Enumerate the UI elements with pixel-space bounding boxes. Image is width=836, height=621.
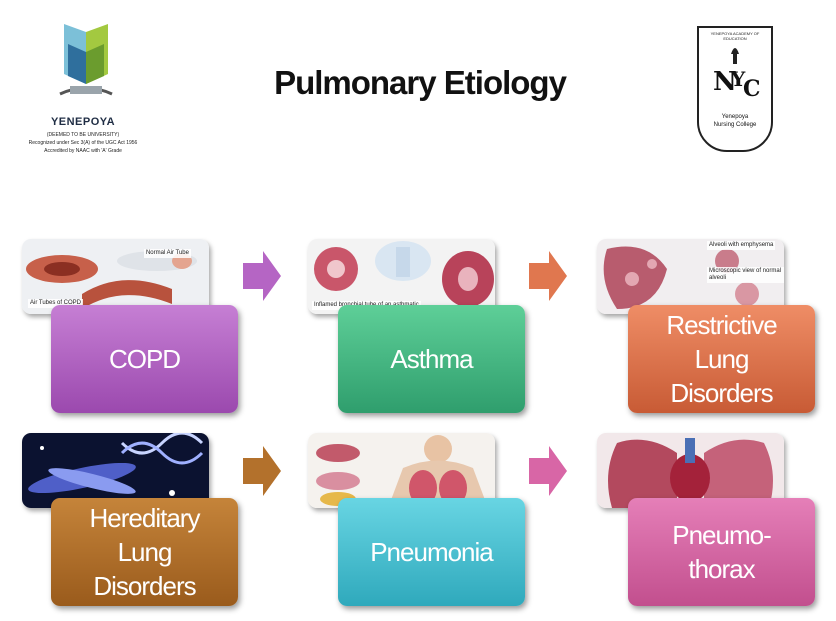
restrictive-alveoli-caption: Alveoli with emphysema [707,241,776,250]
yenepoya-university-logo: YENEPOYA (DEEMED TO BE UNIVERSITY) Recog… [22,24,144,156]
asthma-bronchial-image: Inflamed bronchial tube of an asthmatic [308,239,495,314]
flow-arrow-3-shape [243,446,281,496]
copd-normal-caption: Normal Air Tube [143,249,191,258]
pneumothorax-chest-image [597,433,784,508]
asthma-box: Asthma [338,305,525,413]
pneumonia-patient-image [308,433,495,508]
flow-arrow-1-shape [243,251,281,301]
hereditary-label-line1: Hereditary [89,503,201,533]
restrictive-label: Restrictive Lung Disorders [666,308,777,410]
logo-accredited-text: Accredited by NAAC with 'A' Grade [44,148,122,154]
pneumonia-box: Pneumonia [338,498,525,606]
flow-arrow-1 [243,251,281,301]
logo-university-name: YENEPOYA [50,116,116,128]
hereditary-label-line3: Disorders [93,571,196,601]
svg-text:N: N [713,67,737,97]
flow-arrow-2 [529,251,567,301]
copd-box: COPD [51,305,238,413]
logo-recognized-text: Recognized under Sec 3(A) of the UGC Act… [28,140,138,146]
restrictive-label-line2: Lung [694,344,750,374]
hereditary-label-line2: Lung [117,537,173,567]
logo-college-line1: Yenepoya [721,114,749,120]
dna-chromosome-image [22,433,209,508]
asthma-label: Asthma [390,344,473,374]
logo-college-name: Yenepoya Nursing College [701,113,769,129]
pneumothorax-box: Pneumo- thorax [628,498,815,606]
restrictive-lung-disorders-box: Restrictive Lung Disorders [628,305,815,413]
flow-arrow-4-shape [529,446,567,496]
pneumonia-label: Pneumonia [370,537,494,567]
university-crest-icon [59,24,113,96]
restrictive-normal-caption: Microscopic view of normal alveoli [707,267,784,283]
nursing-college-logo: YENEPOYA ACADEMY OF EDUCATION N Y C Yene… [697,26,773,152]
pneumothorax-label: Pneumo- thorax [672,518,771,586]
logo-academy-text: YENEPOYA ACADEMY OF EDUCATION [710,31,760,41]
copd-label: COPD [108,344,181,374]
hereditary-label: Hereditary Lung Disorders [89,501,201,603]
restrictive-label-line1: Restrictive [666,310,777,340]
logo-deemed-text: (DEEMED TO BE UNIVERSITY) [46,132,120,138]
flow-arrow-3 [243,446,281,496]
pneumothorax-label-line2: thorax [688,554,755,584]
svg-text:C: C [743,76,761,102]
flow-arrow-2-shape [529,251,567,301]
flow-arrow-4 [529,446,567,496]
nursing-lamp-monogram-icon: N Y C [713,48,761,102]
svg-text:Y: Y [730,67,746,91]
page-title: Pulmonary Etiology [274,64,567,101]
hereditary-lung-disorders-box: Hereditary Lung Disorders [51,498,238,606]
pneumothorax-label-line1: Pneumo- [672,520,771,550]
logo-college-line2: Nursing College [713,122,757,128]
copd-airway-image: Normal Air Tube Air Tubes of COPD [22,239,209,314]
restrictive-lung-image: Alveoli with emphysema Microscopic view … [597,239,784,314]
restrictive-label-line3: Disorders [670,378,773,408]
copd-tubes-caption: Air Tubes of COPD [28,299,84,308]
